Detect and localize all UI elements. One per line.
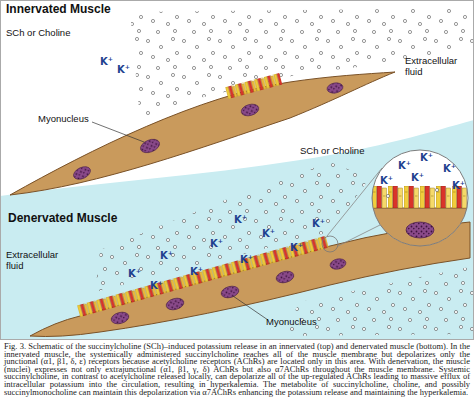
- ion-label: K⁺: [117, 64, 130, 75]
- ion-label: K⁺: [380, 175, 393, 186]
- ion-label: K⁺: [150, 280, 163, 291]
- structure-label: Myonucleus: [266, 317, 317, 328]
- ion-label: K⁺: [234, 214, 247, 225]
- ion-label: K⁺: [160, 250, 173, 261]
- region-label: Extracellular fluid: [6, 250, 66, 271]
- ion-label: K⁺: [100, 56, 113, 67]
- region-label: Extracellular fluid: [405, 56, 467, 77]
- ion-label: K⁺: [190, 266, 203, 277]
- ion-label: K⁺: [262, 228, 275, 239]
- panel-heading: Denervated Muscle: [8, 212, 117, 225]
- figure-caption: Fig. 3. Schematic of the succinylcholine…: [4, 343, 470, 396]
- ion-label: K⁺: [411, 172, 424, 183]
- ion-label: K⁺: [452, 180, 465, 191]
- structure-label: Myonucleus: [38, 114, 89, 125]
- ion-label: K⁺: [398, 160, 411, 171]
- ion-label: K⁺: [443, 163, 456, 174]
- panel-heading: Innervated Muscle: [6, 3, 111, 16]
- ion-label: K⁺: [128, 268, 141, 279]
- ion-label: K⁺: [210, 238, 223, 249]
- ion-label: K⁺: [420, 152, 433, 163]
- ion-label: K⁺: [290, 242, 303, 253]
- ion-label: K⁺: [240, 254, 253, 265]
- molecule-label: SCh or Choline: [6, 28, 70, 39]
- molecule-label: SCh or Choline: [300, 146, 364, 157]
- ion-label: K⁺: [312, 218, 325, 229]
